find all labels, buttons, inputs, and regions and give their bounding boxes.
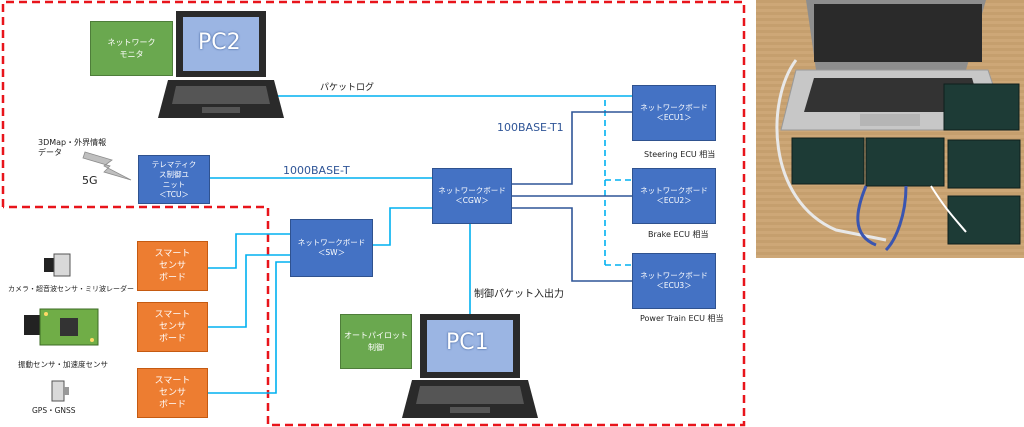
camera-sensor-icon xyxy=(44,253,71,277)
cgw-box: ネットワークボード ＜CGW＞ xyxy=(432,168,512,224)
sensor1-sw-link xyxy=(208,233,290,269)
pc2-laptop-icon xyxy=(158,11,284,118)
ecu3-box: ネットワークボード ＜ECU3＞ xyxy=(632,253,716,309)
sensor3-caption: GPS・GNSS xyxy=(32,406,76,415)
smart-sensor-board-2: スマート センサ ボード xyxy=(137,302,208,352)
sw-box: ネットワークボード ＜SW＞ xyxy=(290,219,373,277)
sensor2-caption: 振動センサ・加速度センサ xyxy=(18,360,108,369)
ecu2-box: ネットワークボード ＜ECU2＞ xyxy=(632,168,716,224)
5g-label: 5G xyxy=(82,174,98,187)
cgw-ecu3-link xyxy=(512,207,632,282)
map-data-label: 3DMap・外界情報 データ xyxy=(38,138,107,157)
ecu1-box: ネットワークボード ＜ECU1＞ xyxy=(632,85,716,141)
pc1-label: PC1 xyxy=(446,330,489,355)
smart-sensor-board-3: スマート センサ ボード xyxy=(137,368,208,418)
pc2-label: PC2 xyxy=(198,30,241,55)
ecu1-caption: Steering ECU 相当 xyxy=(644,150,716,159)
gps-sensor-icon xyxy=(51,380,69,402)
wireless-bolt-icon xyxy=(82,151,132,181)
sensor3-sw-link xyxy=(208,261,290,394)
cgw-ecu1-link xyxy=(512,111,632,185)
pc1-laptop-icon xyxy=(402,314,538,418)
t1-links xyxy=(512,111,632,282)
ecu2-caption: Brake ECU 相当 xyxy=(648,230,709,239)
smart-sensor-board-1: スマート センサ ボード xyxy=(137,241,208,291)
gigabit-label: 1000BASE-T xyxy=(283,164,350,177)
sensor2-sw-link xyxy=(208,254,290,328)
t1-label: 100BASE-T1 xyxy=(497,121,564,134)
tcu-box: テレマティク ス制御ユ ニット ＜TCU＞ xyxy=(138,155,210,204)
sw-cgw-link xyxy=(373,207,432,246)
packet-log-label: パケットログ xyxy=(320,83,375,93)
control-io-label: 制御パケット入出力 xyxy=(474,289,564,300)
hardware-photo xyxy=(756,0,1024,258)
ecu3-caption: Power Train ECU 相当 xyxy=(640,314,724,323)
sensor1-caption: カメラ・超音波センサ・ミリ波レーダー xyxy=(8,285,134,293)
upper-region-border xyxy=(1,0,746,427)
ethernet-links xyxy=(208,95,632,394)
network-monitor-box: ネットワーク モニタ xyxy=(90,21,173,76)
vibration-sensor-icon xyxy=(24,308,99,346)
autopilot-box: オートパイロット 制御 xyxy=(340,314,412,369)
